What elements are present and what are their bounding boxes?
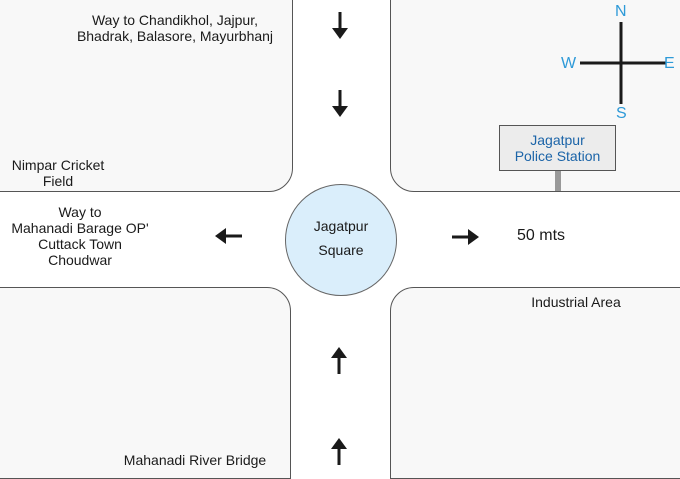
- mahanadi-river-bridge-label: Mahanadi River Bridge: [123, 452, 267, 468]
- landmark-label-line: Field: [42, 173, 74, 189]
- north-road-destination-label: Way to Chandikhol, Jajpur, Bhadrak, Bala…: [60, 12, 290, 44]
- compass-east-label: E: [664, 55, 675, 72]
- north-road-label-line: Way to Chandikhol, Jajpur,: [91, 12, 258, 28]
- arrow-up-icon: [331, 347, 347, 374]
- arrow-up-icon: [331, 438, 347, 465]
- west-road-label-line: Mahanadi Barage OP': [11, 220, 149, 236]
- police-station-sign: Jagatpur Police Station: [499, 125, 616, 171]
- police-station-label-line: Police Station: [514, 148, 601, 164]
- compass-rose-icon: [580, 22, 666, 104]
- west-road-destination-label: Way to Mahanadi Barage OP' Cuttack Town …: [0, 204, 160, 268]
- block-south-east: [390, 287, 680, 479]
- arrow-right-icon: [452, 229, 479, 245]
- west-road-label-line: Cuttack Town: [38, 236, 122, 252]
- arrow-down-icon: [332, 90, 348, 117]
- distance-label: 50 mts: [517, 227, 566, 244]
- compass-north-label: N: [615, 3, 627, 20]
- arrow-left-icon: [215, 228, 242, 244]
- west-road-label-line: Choudwar: [48, 252, 112, 268]
- compass-south-label: S: [616, 105, 627, 122]
- jagatpur-square-roundabout: [285, 184, 397, 296]
- nimpar-cricket-field-label: Nimpar Cricket Field: [0, 157, 116, 189]
- arrow-down-icon: [332, 12, 348, 39]
- roundabout-label-line: Jagatpur: [313, 218, 369, 234]
- block-south-west: [0, 287, 291, 479]
- police-station-sign-pole: [555, 171, 561, 191]
- north-road-label-line: Bhadrak, Balasore, Mayurbhanj: [76, 28, 274, 44]
- industrial-area-label: Industrial Area: [531, 294, 621, 310]
- compass-west-label: W: [561, 55, 577, 72]
- block-north-west: [0, 0, 293, 192]
- west-road-label-line: Way to: [58, 204, 102, 220]
- police-station-label-line: Jagatpur: [530, 132, 585, 148]
- roundabout-label-line: Square: [318, 242, 364, 258]
- landmark-label-line: Nimpar Cricket: [11, 157, 105, 173]
